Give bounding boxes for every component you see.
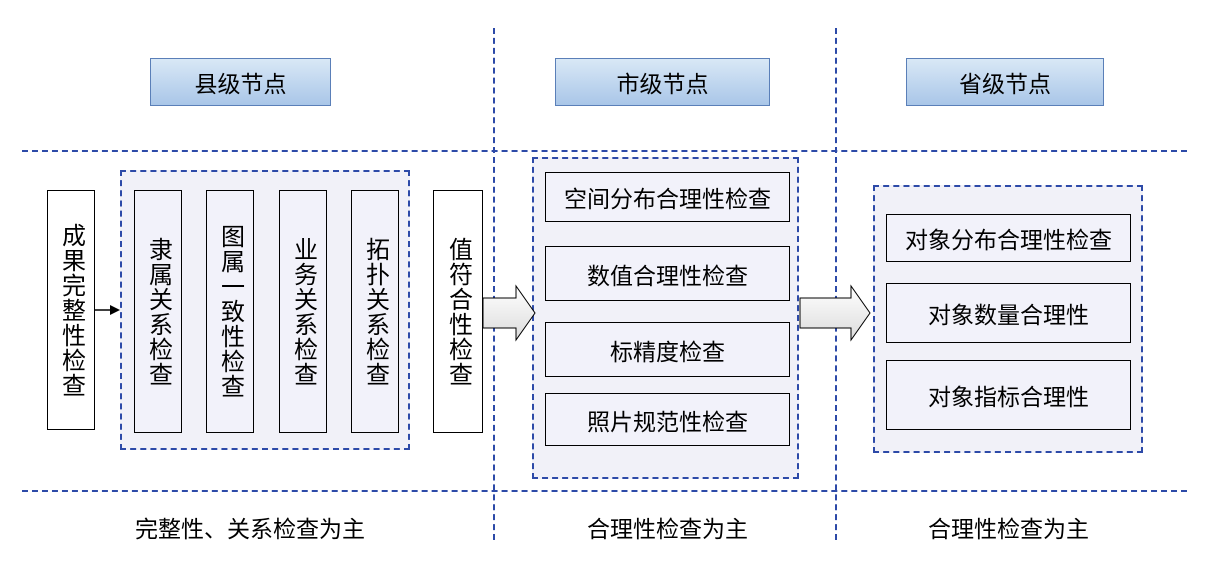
footer-city: 合理性检查为主	[587, 517, 748, 543]
photo-standard-check-box: 照片规范性检查	[545, 393, 790, 446]
completeness-check-box: 成果完整性检查	[47, 190, 95, 430]
header-county: 县级节点	[150, 58, 331, 106]
affiliation-check-box: 隶属关系检查	[134, 190, 182, 433]
object-quantity-check-box: 对象数量合理性	[886, 283, 1131, 343]
spatial-distribution-check-box: 空间分布合理性检查	[545, 172, 790, 222]
footer-county: 完整性、关系检查为主	[135, 517, 365, 543]
divider-county-city	[493, 28, 495, 540]
business-relation-check-box: 业务关系检查	[279, 190, 327, 433]
divider-city-province	[835, 28, 837, 540]
map-attribute-consistency-box: 图属一致性检查	[206, 190, 254, 433]
value-conformity-check-box: 值符合性检查	[433, 190, 483, 433]
object-distribution-check-box: 对象分布合理性检查	[886, 214, 1131, 262]
object-indicator-check-box: 对象指标合理性	[886, 360, 1131, 430]
header-city: 市级节点	[555, 58, 770, 106]
header-province: 省级节点	[906, 58, 1104, 106]
divider-top	[22, 150, 1187, 152]
block-arrow-city-province	[799, 284, 871, 342]
precision-check-box: 标精度检查	[545, 322, 790, 377]
numeric-reasonableness-check-box: 数值合理性检查	[545, 246, 790, 301]
block-arrow-county-city	[482, 284, 536, 342]
divider-bottom	[22, 490, 1187, 492]
small-arrow	[95, 305, 120, 315]
topology-relation-check-box: 拓扑关系检查	[351, 190, 399, 433]
footer-province: 合理性检查为主	[928, 517, 1089, 543]
